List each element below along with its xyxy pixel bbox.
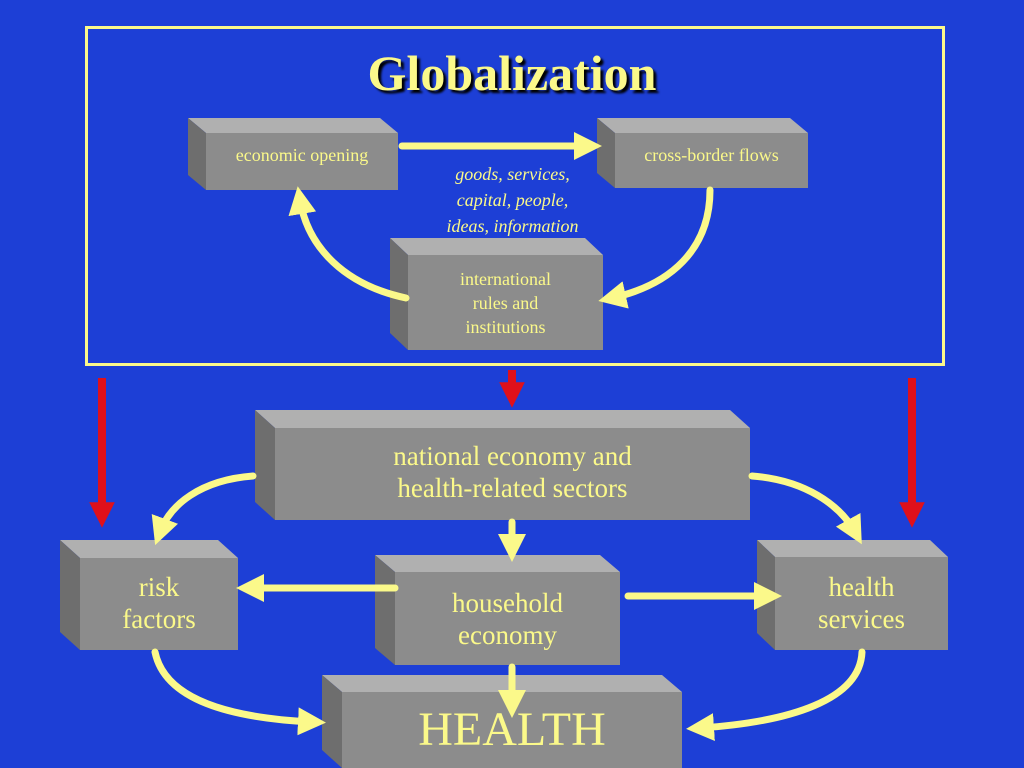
national-economy-label: national economy and health-related sect… <box>393 440 632 503</box>
arrow-national-to-services <box>748 472 862 545</box>
risk-factors-label: risk factors <box>122 571 196 634</box>
globalization-frame <box>85 26 945 366</box>
health-label: HEALTH <box>418 703 606 757</box>
box-health <box>322 675 682 768</box>
box-risk-factors <box>60 540 238 650</box>
arrow-flows-to-rules <box>598 186 714 309</box>
international-rules-label: international rules and institutions <box>460 268 551 338</box>
diagram-title: Globalization <box>367 45 657 101</box>
cross-border-flows-label: cross-border flows <box>644 145 779 166</box>
box-national-economy <box>255 410 750 520</box>
box-international-rules <box>390 238 603 350</box>
arrow-rules-to-opening <box>288 186 410 302</box>
arrow-risk-to-health <box>151 648 326 736</box>
economic-opening-label: economic opening <box>235 145 369 166</box>
arrow-services-to-health <box>686 648 866 742</box>
household-economy-label: household economy <box>452 587 563 650</box>
box-economic-opening <box>188 118 398 190</box>
arrow-national-to-risk <box>151 472 257 546</box>
flows-note: goods, services, capital, people, ideas,… <box>446 163 579 237</box>
box-household-economy <box>375 555 620 665</box>
health-services-label: health services <box>818 571 905 634</box>
box-cross-border-flows <box>597 118 808 188</box>
box-health-services <box>757 540 948 650</box>
